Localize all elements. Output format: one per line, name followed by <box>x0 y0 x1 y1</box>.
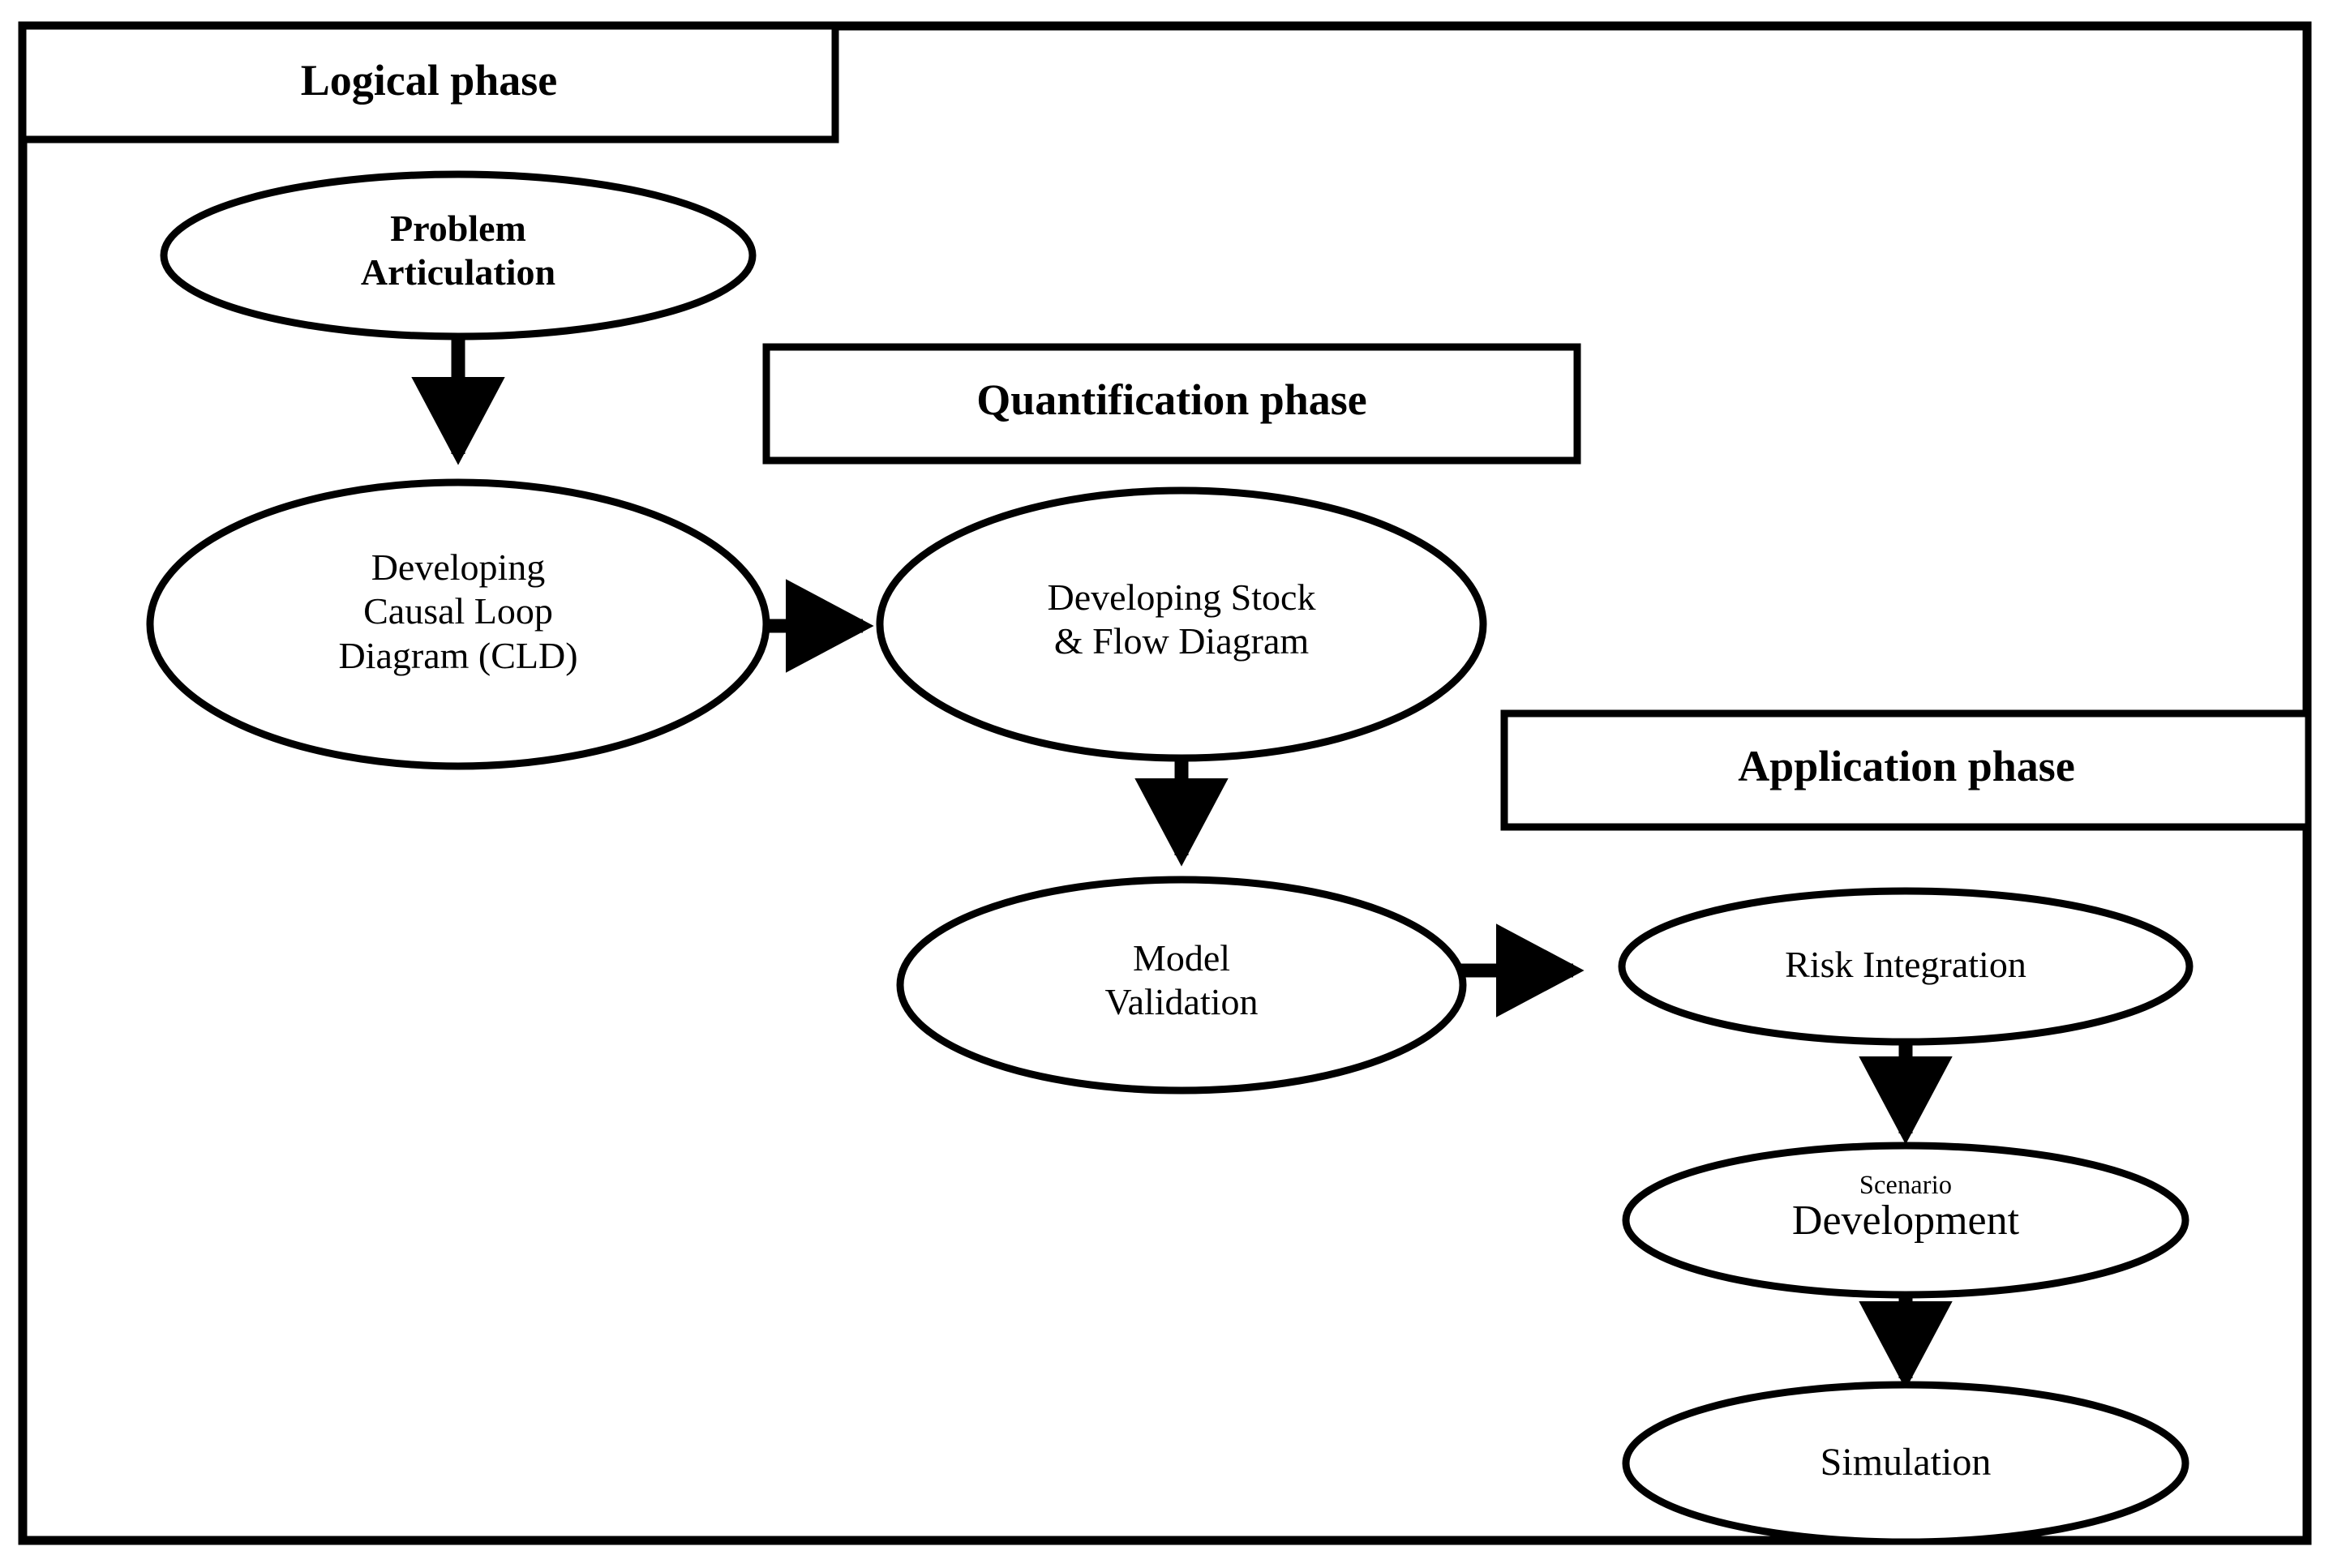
phase-label-application: Application phase <box>1738 742 2075 790</box>
phase-box-quantification <box>762 343 1581 465</box>
node-risk-integration[interactable] <box>1618 887 2194 1046</box>
node-model-validation[interactable] <box>896 876 1467 1095</box>
node-scenario-development[interactable] <box>1622 1142 2189 1299</box>
phase-box-logical <box>23 26 839 144</box>
node-developing-cld[interactable] <box>146 478 770 770</box>
phase-label-logical: Logical phase <box>300 56 558 105</box>
node-problem-articulation[interactable] <box>160 170 757 341</box>
phase-box-application <box>1500 709 2307 831</box>
phase-label-quantification: Quantification phase <box>976 375 1367 424</box>
node-simulation[interactable] <box>1622 1381 2189 1542</box>
node-developing-stock-flow[interactable] <box>876 486 1487 762</box>
